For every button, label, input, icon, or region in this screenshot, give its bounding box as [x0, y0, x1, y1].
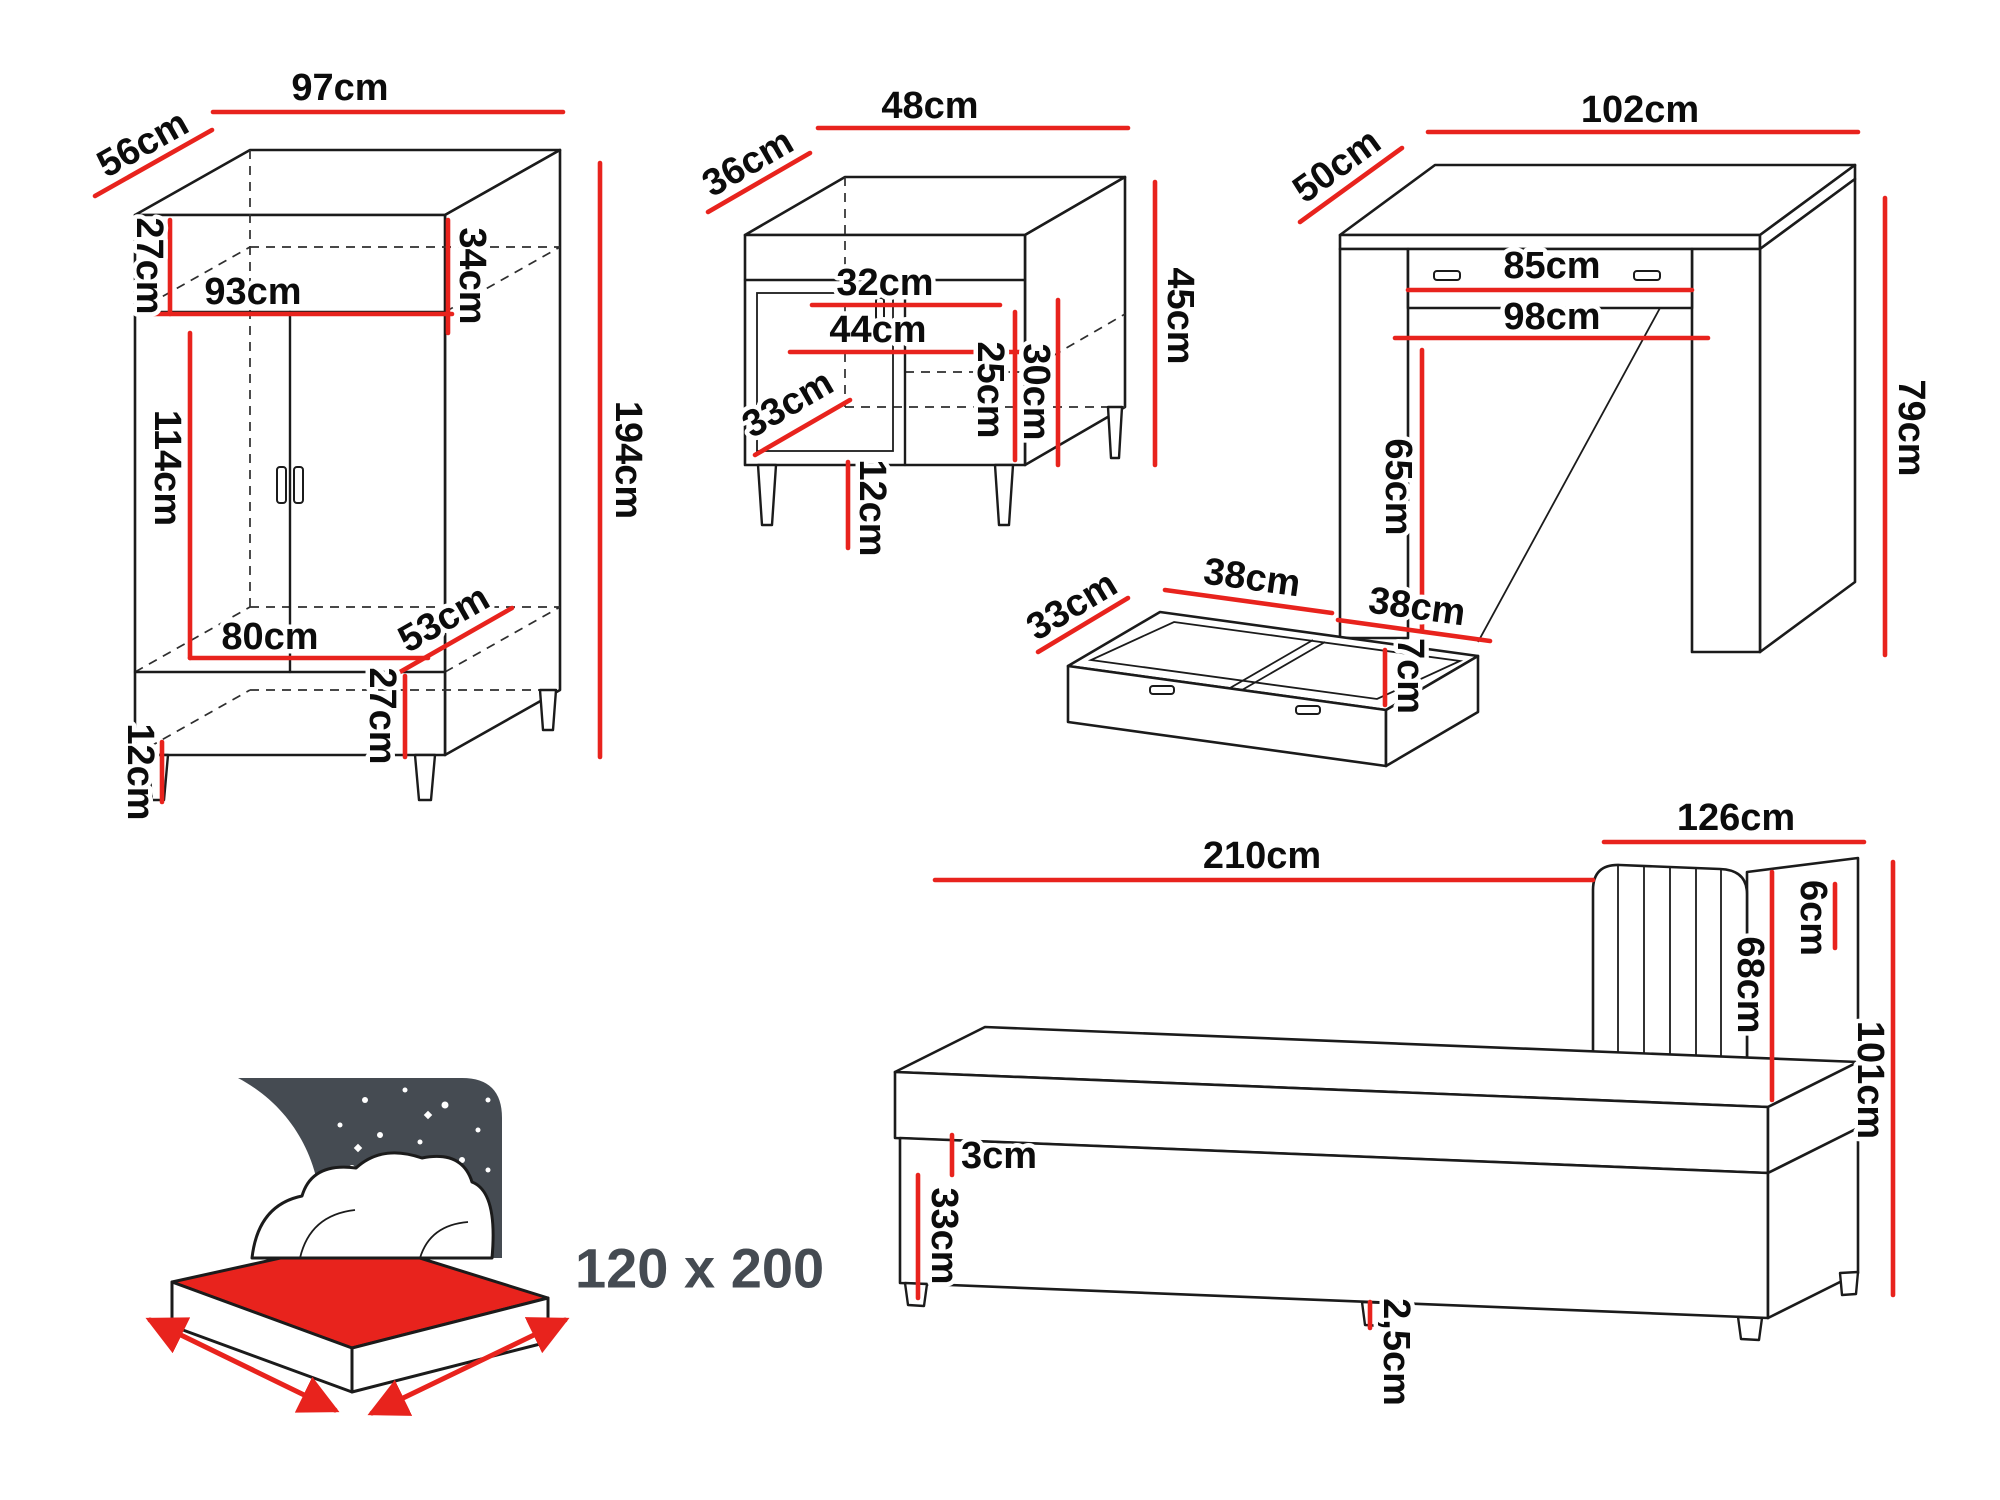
nightstand-width-label: 48cm [881, 85, 978, 127]
nightstand-height-label: 45cm [1159, 267, 1201, 364]
desk-drawing: 50cm 102cm 79cm 85cm 98cm 65cm [1281, 85, 1937, 658]
nightstand-upper-inner-width-label: 32cm [836, 262, 933, 304]
drawer-handle [1149, 685, 1175, 695]
nightstand-legs [756, 405, 1124, 527]
nightstand-hidden-edges [844, 177, 1126, 408]
bed-icon-width-arrow [145, 1317, 340, 1413]
drawer-right-face [1384, 654, 1480, 768]
desk-drawer-handle [1633, 270, 1661, 281]
wardrobe-drawing: 56cm 97cm 194cm 27cm 34cm 93cm 114cm 80c… [86, 63, 654, 826]
wardrobe-leg-label: 12cm [119, 723, 161, 820]
nightstand-inner-height-back-label: 30cm [1015, 343, 1057, 440]
bed-length-label: 210cm [1203, 835, 1321, 877]
bed-icon-duvet [250, 1151, 495, 1260]
nightstand-leg [756, 463, 778, 527]
drawer-divider [1229, 639, 1326, 691]
bed-base-height-label: 33cm [923, 1187, 965, 1284]
wardrobe-depth-label: 56cm [90, 102, 195, 186]
bed-total-height-label: 101cm [1849, 1021, 1891, 1139]
nightstand-inner-height-front-label: 25cm [969, 341, 1011, 438]
bed-leg [1838, 1270, 1860, 1297]
desk-height-label: 79cm [1890, 379, 1932, 476]
wardrobe-leg [538, 688, 558, 732]
nightstand-drawing: 36cm 48cm 45cm 32cm 44cm 25cm 30cm 33cm … [691, 81, 1206, 562]
drawer-depth-line [1035, 595, 1131, 655]
drawer-height-label: 7cm [1389, 638, 1431, 714]
wardrobe-bottom-width-label: 80cm [221, 616, 318, 658]
drawer-drawing: 33cm 38cm 38cm 7cm [1015, 546, 1493, 768]
wardrobe-right-door-handle [293, 466, 304, 504]
wardrobe-hidden-edges [134, 150, 561, 756]
wardrobe-top-left-label: 27cm [128, 217, 170, 314]
bed-icon: 120 x 200 [145, 1078, 829, 1416]
drawer-depth-label: 33cm [1020, 563, 1125, 649]
bed-leg [1736, 1315, 1764, 1342]
nightstand-depth-line [705, 150, 813, 215]
nightstand-leg [993, 463, 1015, 527]
desk-clearance-label: 65cm [1377, 438, 1419, 535]
nightstand-door [756, 292, 894, 452]
wardrobe-hanging-label: 114cm [146, 410, 188, 526]
desk-right-panel-side [1758, 177, 1857, 654]
wardrobe-left-door-handle [276, 466, 287, 504]
bed-headboard-width-label: 126cm [1677, 797, 1795, 839]
drawer-left-width-line [1162, 587, 1335, 616]
bed-mattress-lip-label: 3cm [961, 1135, 1037, 1177]
desk-left-panel [1338, 247, 1410, 640]
bed-icon-length-arrow [367, 1317, 570, 1416]
wardrobe-bottom-depth-line [397, 605, 515, 675]
desk-right-panel [1690, 247, 1762, 654]
bed-drawing: 210cm 126cm 68cm 6cm 101cm 3cm 33cm 2,5c… [893, 793, 1896, 1410]
wardrobe-top-right-label: 34cm [451, 227, 493, 324]
drawer-inner-rim [1087, 621, 1464, 700]
desk-drawer-pointer-line [1477, 307, 1661, 643]
desk-width-label: 102cm [1581, 89, 1699, 131]
wardrobe-leg [413, 753, 437, 802]
wardrobe-bottom-section-label: 27cm [361, 667, 403, 764]
wardrobe-height-label: 194cm [607, 401, 649, 519]
desk-drawer-width-label: 85cm [1503, 245, 1600, 287]
bed-glide-label: 2,5cm [1375, 1298, 1417, 1406]
drawer-right-width-line [1335, 617, 1493, 644]
drawer-handle [1295, 705, 1321, 715]
desk-depth-line [1297, 145, 1405, 225]
bed-headboard-top-label: 6cm [1792, 880, 1834, 956]
desk-inner-width-label: 98cm [1503, 296, 1600, 338]
wardrobe-inner-width-label: 93cm [204, 271, 301, 313]
nightstand-leg [1106, 405, 1124, 460]
bed-icon-duvet-folds [299, 1209, 469, 1259]
nightstand-depth-label: 36cm [695, 121, 800, 206]
desk-drawer-handle [1433, 270, 1461, 281]
bed-headboard-height-label: 68cm [1729, 936, 1771, 1033]
bed-headboard-channels [1617, 866, 1722, 1082]
wardrobe-depth-line [92, 127, 215, 199]
nightstand-inner-width-label: 44cm [829, 309, 926, 351]
bed-dimensions: 210cm 126cm 68cm 6cm 101cm 3cm 33cm 2,5c… [915, 793, 1896, 1410]
nightstand-inner-depth-line [752, 397, 853, 458]
bed-size-label: 120 x 200 [575, 1237, 824, 1300]
nightstand-leg-label: 12cm [851, 459, 893, 556]
wardrobe-width-label: 97cm [291, 67, 388, 109]
